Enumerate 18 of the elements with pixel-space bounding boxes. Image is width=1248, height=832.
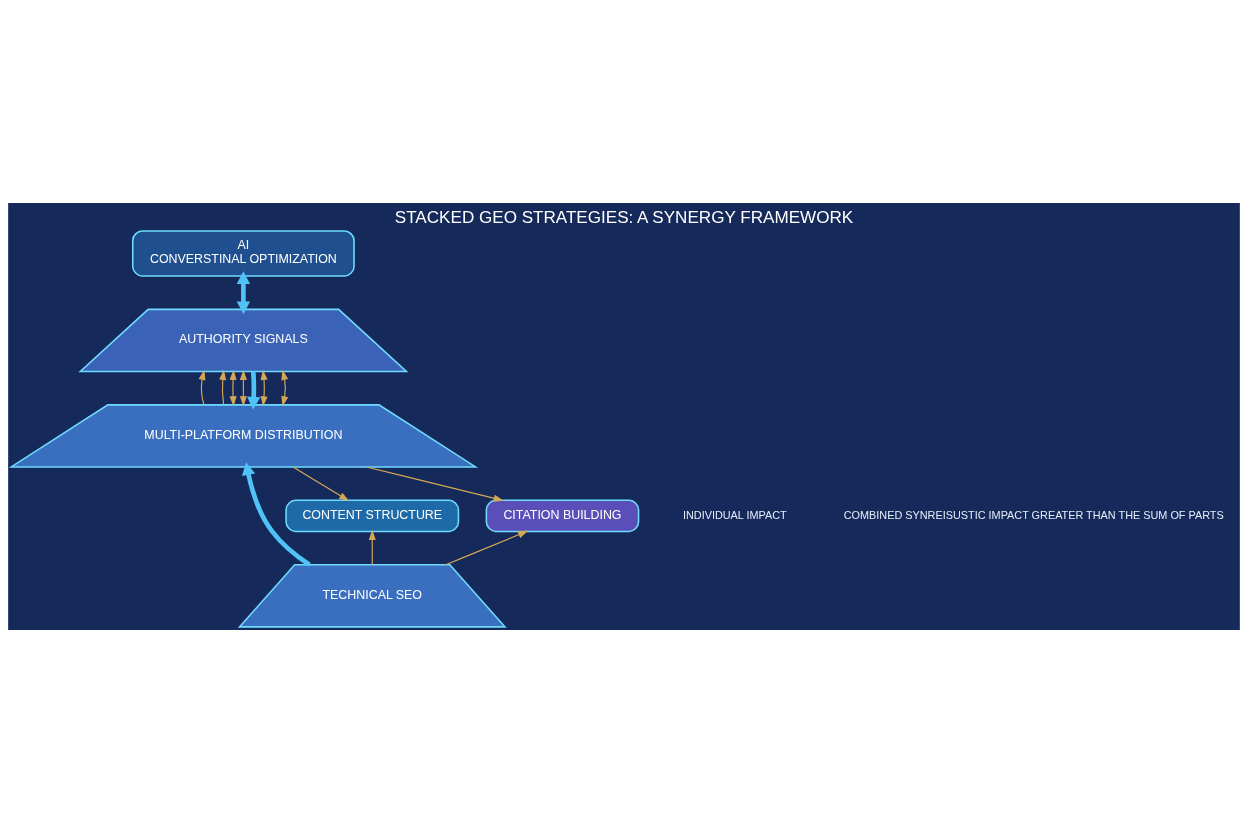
arrow [281,369,289,406]
arrow [292,465,350,501]
node-box: AI CONVERSTINAL OPTIMIZATION [132,229,355,277]
arrow [260,369,268,406]
arrow [241,461,311,567]
node-box: CONTENT STRUCTURE [285,499,460,532]
label: COMBINED SYNREISUSTIC IMPACT GREATER THAN THE SUM OF PARTS [843,508,1224,521]
node-box: CITATION BUILDING [485,499,640,532]
arrow [229,369,237,406]
arrow [219,369,227,405]
arrow [236,270,251,314]
arrow [198,369,206,405]
diagram-title: STACKED GEO STRATEGIES: A SYNERGY FRAMEWORK [394,207,854,227]
arrow [368,529,376,565]
arrow [247,370,261,410]
arrow [445,530,529,565]
arrow [366,465,504,502]
label: INDIVIDUAL IMPACT [682,508,787,521]
